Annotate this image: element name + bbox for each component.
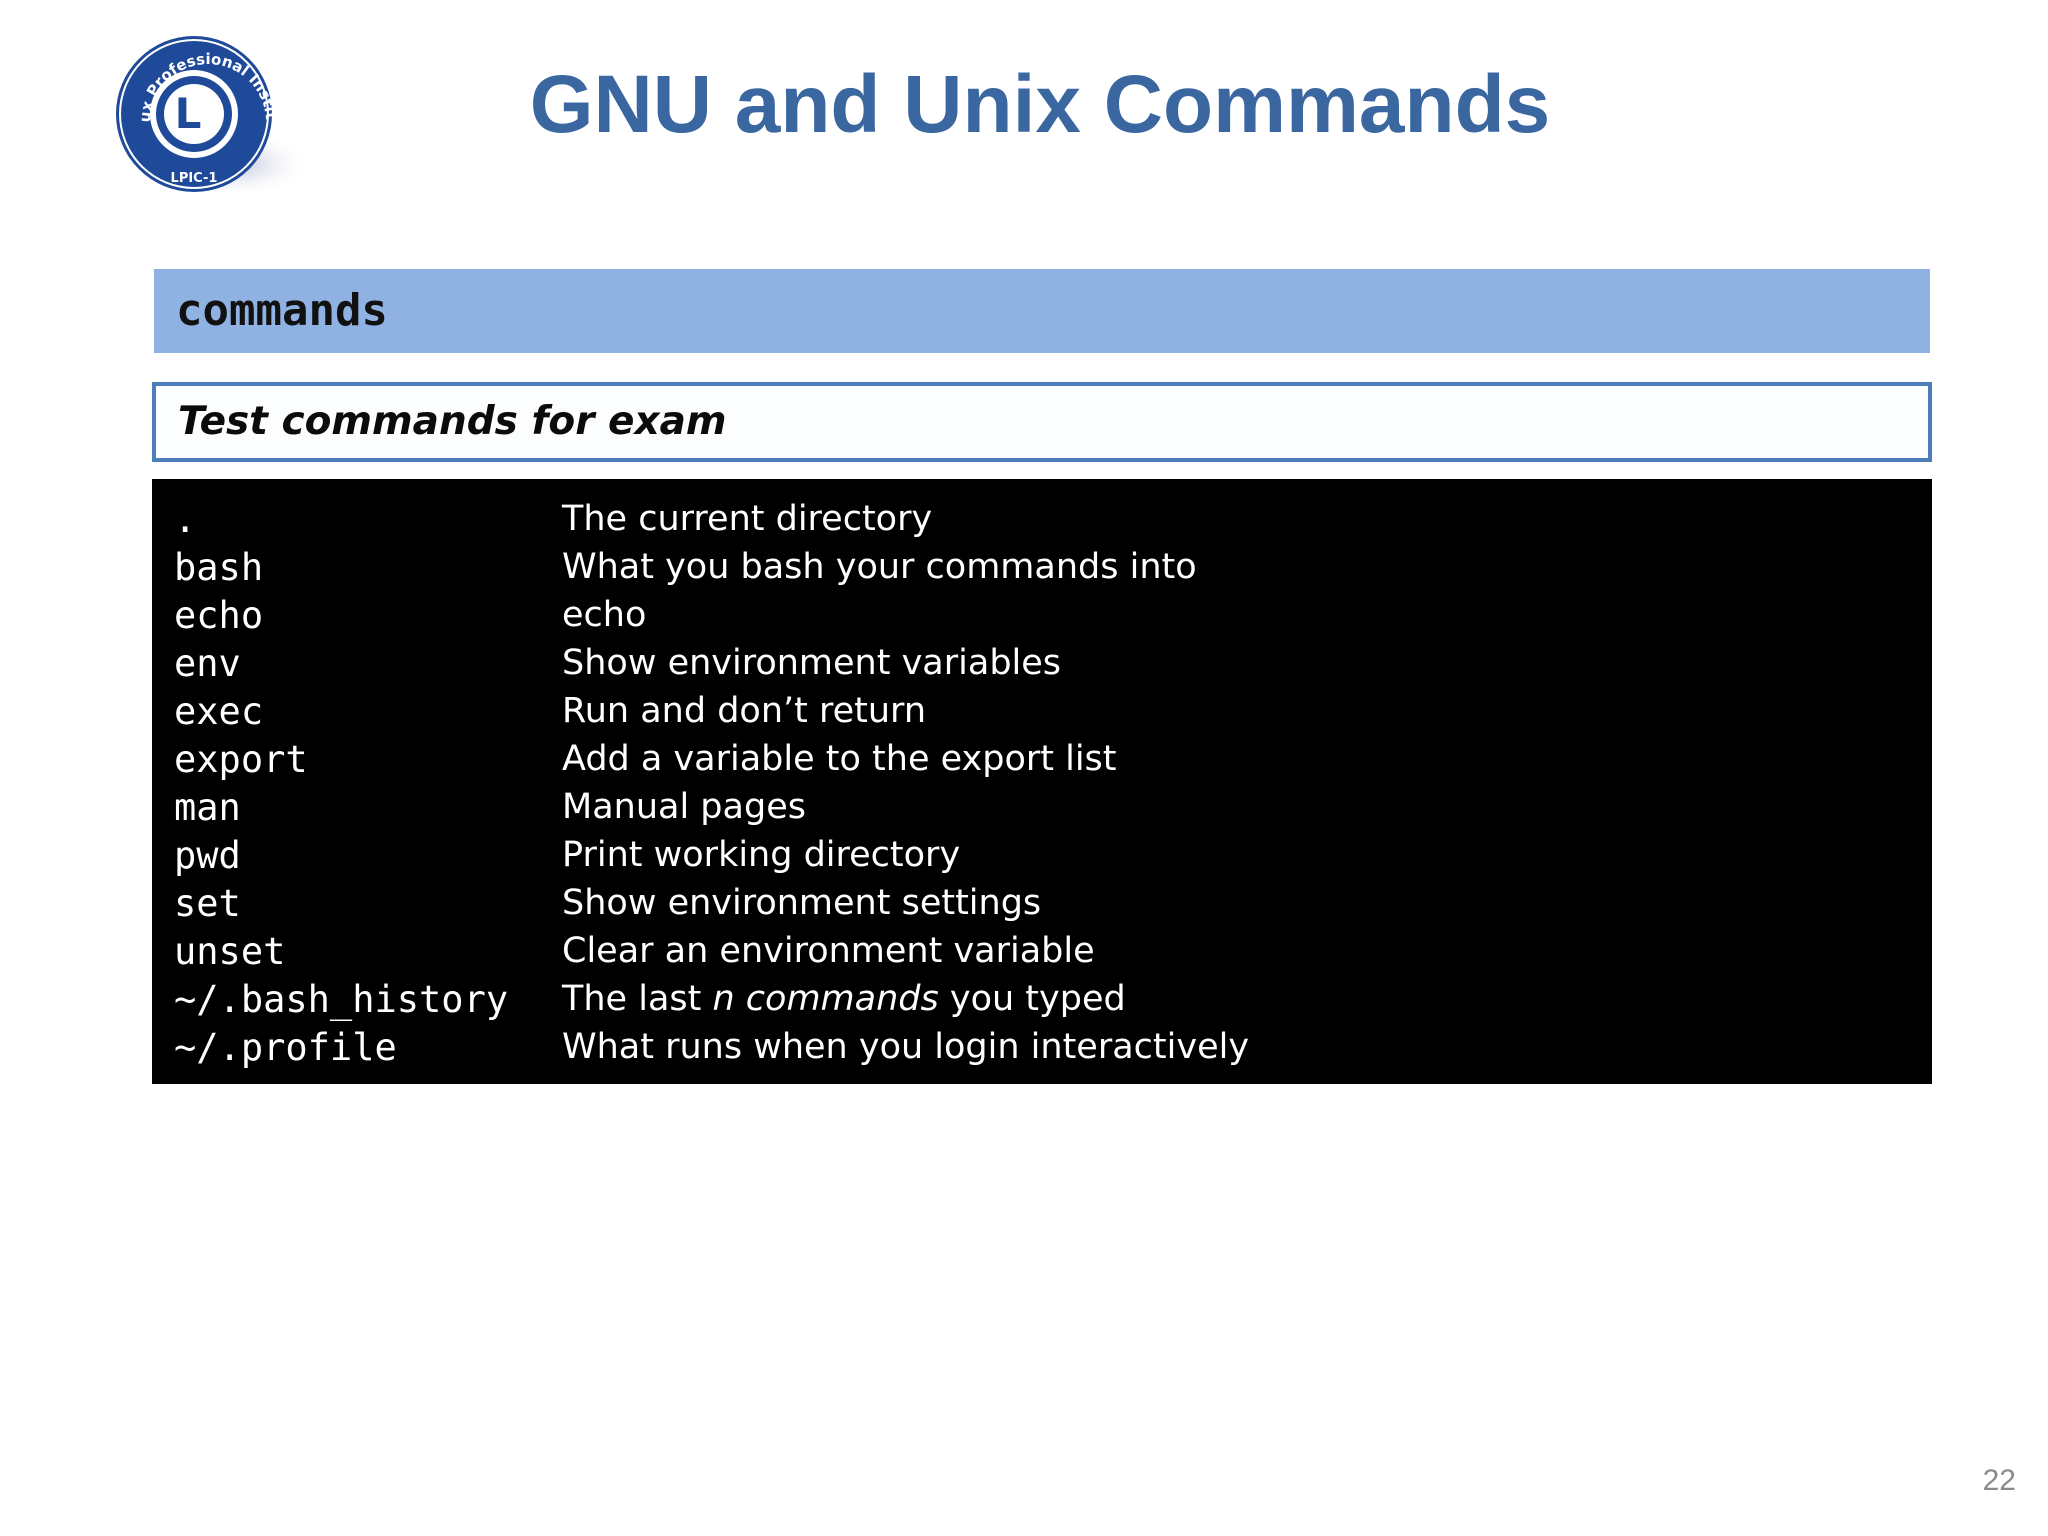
command-description: The last n commands you typed (562, 979, 1126, 1019)
command-row: ~/.profile What runs when you login inte… (152, 1023, 1932, 1071)
page-number: 22 (1982, 1464, 2016, 1497)
command-description: The current directory (562, 499, 933, 539)
command-description: Print working directory (562, 835, 961, 875)
command-table: . The current directory bash What you ba… (152, 479, 1932, 1084)
logo-badge-text: LPIC-1 (171, 171, 218, 186)
command-name: set (174, 881, 241, 925)
command-name: bash (174, 545, 264, 589)
slide-title: GNU and Unix Commands (529, 59, 1551, 150)
command-name: ~/.bash_history (174, 977, 509, 1021)
command-description: What runs when you login interactively (562, 1027, 1250, 1067)
description-text: The last (562, 979, 713, 1019)
command-description: Show environment settings (562, 883, 1042, 923)
logo-letter: L (175, 89, 202, 138)
command-name: ~/.profile (174, 1025, 397, 1069)
command-description: echo (562, 595, 647, 635)
command-row: exec Run and don’t return (152, 687, 1932, 735)
command-description: What you bash your commands into (562, 547, 1197, 587)
command-row: set Show environment settings (152, 879, 1932, 927)
command-row: . The current directory (152, 495, 1932, 543)
lpi-logo: L Linux Professional Institute LPIC-1 (112, 24, 312, 210)
command-row: export Add a variable to the export list (152, 735, 1932, 783)
command-name: . (174, 497, 197, 541)
command-description: Manual pages (562, 787, 806, 827)
command-name: pwd (174, 833, 241, 877)
command-name: man (174, 785, 241, 829)
command-row: bash What you bash your commands into (152, 543, 1932, 591)
command-row: ~/.bash_history The last n commands you … (152, 975, 1932, 1023)
command-description: Show environment variables (562, 643, 1062, 683)
section-header-label: commands (176, 285, 388, 336)
command-name: env (174, 641, 241, 685)
command-description: Run and don’t return (562, 691, 927, 731)
command-name: unset (174, 929, 286, 973)
description-text: you typed (938, 979, 1126, 1019)
section-header: commands (154, 269, 1930, 353)
description-italic: n commands (712, 979, 939, 1019)
command-row: unset Clear an environment variable (152, 927, 1932, 975)
command-name: export (174, 737, 308, 781)
command-row: man Manual pages (152, 783, 1932, 831)
command-name: exec (174, 689, 264, 733)
command-row: pwd Print working directory (152, 831, 1932, 879)
command-description: Add a variable to the export list (562, 739, 1117, 779)
command-name: echo (174, 593, 264, 637)
command-row: echo echo (152, 591, 1932, 639)
command-description: Clear an environment variable (562, 931, 1095, 971)
subtitle-box: Test commands for exam (152, 382, 1932, 462)
command-row: env Show environment variables (152, 639, 1932, 687)
subtitle-label: Test commands for exam (178, 399, 727, 444)
